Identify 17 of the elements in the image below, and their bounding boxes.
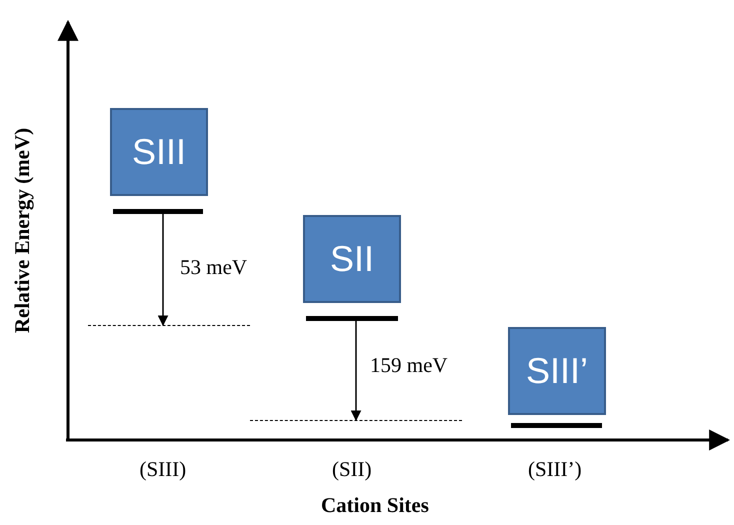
site-box: SIII [110, 108, 208, 196]
x-axis-title: Cation Sites [321, 493, 429, 518]
dashed-reference-line [88, 325, 250, 326]
energy-level-bar [511, 423, 602, 428]
dashed-reference-line [250, 420, 462, 421]
site-box: SIII’ [508, 327, 606, 415]
edge-label: 53 meV [180, 255, 248, 280]
category-label: (SIII) [140, 457, 186, 482]
site-box: SII [303, 215, 401, 303]
energy-level-bar [113, 209, 203, 214]
edge-label: 159 meV [370, 353, 448, 378]
y-axis-title: Relative Energy (meV) [10, 127, 35, 333]
category-label: (SII) [332, 457, 372, 482]
category-label: (SIII’) [528, 457, 582, 482]
energy-level-bar [306, 316, 398, 321]
arrow [350, 321, 362, 422]
arrow [158, 214, 168, 326]
